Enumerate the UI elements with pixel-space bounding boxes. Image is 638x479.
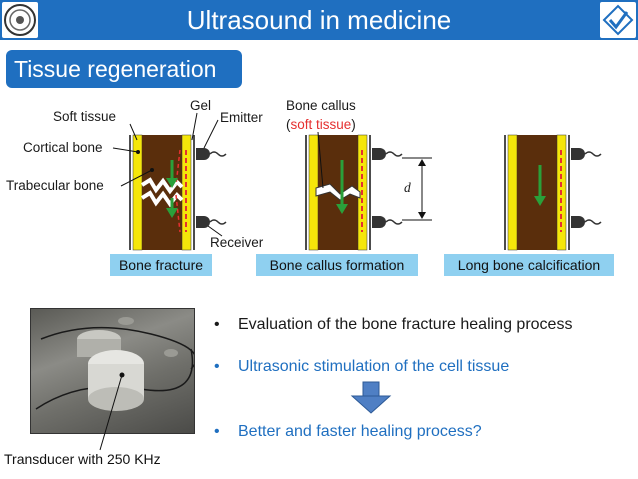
bullet-stimulation: •Ultrasonic stimulation of the cell tiss…	[214, 358, 510, 375]
label-cortical-bone: Cortical bone	[23, 140, 103, 155]
panel-long-bone-calcification	[504, 134, 602, 251]
transducer-photo	[30, 308, 195, 434]
label-bone-callus: Bone callus	[286, 98, 356, 113]
label-callus-note: (soft tissue)	[286, 117, 356, 132]
label-soft-tissue-red: soft tissue	[290, 117, 352, 132]
label-soft-tissue: Soft tissue	[53, 109, 117, 124]
seal-icon	[4, 4, 36, 36]
label-emitter: Emitter	[220, 110, 263, 125]
bullet-evaluation: •Evaluation of the bone fracture healing…	[214, 316, 573, 333]
bullet-healing: •Better and faster healing process?	[214, 423, 482, 440]
label-distance: d	[404, 180, 411, 195]
check-logo-icon	[602, 4, 634, 36]
stage-bone-fracture: Bone fracture	[110, 254, 212, 276]
stage-calcification: Long bone calcification	[444, 254, 614, 276]
arrow-down-icon	[350, 381, 392, 414]
transducer-drawing	[35, 317, 194, 411]
header-bar	[0, 0, 638, 40]
label-receiver: Receiver	[210, 235, 264, 250]
department-logo	[600, 2, 636, 38]
panel-callus-formation	[305, 131, 432, 251]
section-title: Tissue regeneration	[6, 50, 242, 88]
label-gel: Gel	[190, 98, 212, 113]
university-logo	[2, 2, 38, 38]
photo-caption: Transducer with 250 KHz	[4, 451, 161, 467]
stage-callus-formation: Bone callus formation	[256, 254, 418, 276]
panel-bone-fracture	[112, 112, 227, 251]
label-trabecular-bone: Trabecular bone	[6, 178, 104, 193]
page-title: Ultrasound in medicine	[186, 5, 452, 35]
